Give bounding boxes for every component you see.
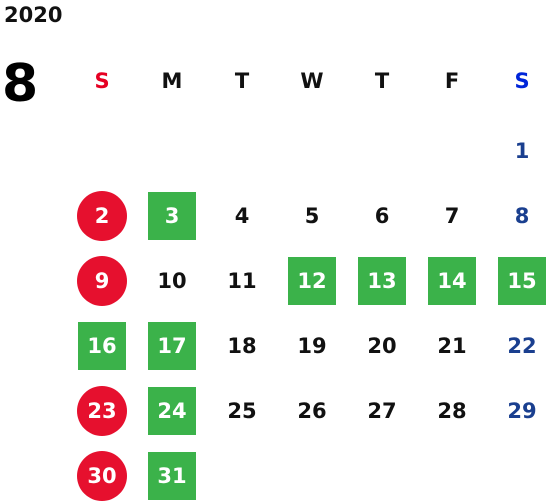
day-cell: 24 (148, 387, 196, 435)
day-cell: 11 (227, 269, 257, 293)
weekday-header-tue: T (234, 69, 250, 93)
day-cell: 8 (514, 204, 530, 228)
day-cell: 25 (227, 399, 257, 423)
day-cell: 19 (297, 334, 327, 358)
day-cell: 16 (78, 322, 126, 370)
day-cell: 10 (157, 269, 187, 293)
day-cell: 23 (77, 386, 127, 436)
day-cell: 28 (437, 399, 467, 423)
weekday-header-mon: M (161, 69, 183, 93)
day-cell: 3 (148, 192, 196, 240)
day-cell: 31 (148, 452, 196, 500)
day-cell: 6 (374, 204, 390, 228)
day-cell: 7 (444, 204, 460, 228)
month-label: 8 (2, 54, 39, 114)
day-cell: 30 (77, 451, 127, 501)
day-cell: 21 (437, 334, 467, 358)
day-cell: 17 (148, 322, 196, 370)
day-cell: 14 (428, 257, 476, 305)
day-cell: 9 (77, 256, 127, 306)
weekday-header-sun: S (94, 69, 110, 93)
weekday-header-thu: T (374, 69, 390, 93)
day-cell: 1 (514, 139, 530, 163)
year-label: 2020 (4, 3, 63, 27)
weekday-header-wed: W (300, 69, 324, 93)
day-cell: 22 (507, 334, 537, 358)
day-cell: 13 (358, 257, 406, 305)
day-cell: 15 (498, 257, 546, 305)
day-cell: 4 (234, 204, 250, 228)
weekday-header-sat: S (514, 69, 530, 93)
day-cell: 20 (367, 334, 397, 358)
day-cell: 18 (227, 334, 257, 358)
weekday-header-fri: F (444, 69, 460, 93)
day-cell: 5 (304, 204, 320, 228)
day-cell: 2 (77, 191, 127, 241)
day-cell: 27 (367, 399, 397, 423)
day-cell: 12 (288, 257, 336, 305)
day-cell: 26 (297, 399, 327, 423)
day-cell: 29 (507, 399, 537, 423)
